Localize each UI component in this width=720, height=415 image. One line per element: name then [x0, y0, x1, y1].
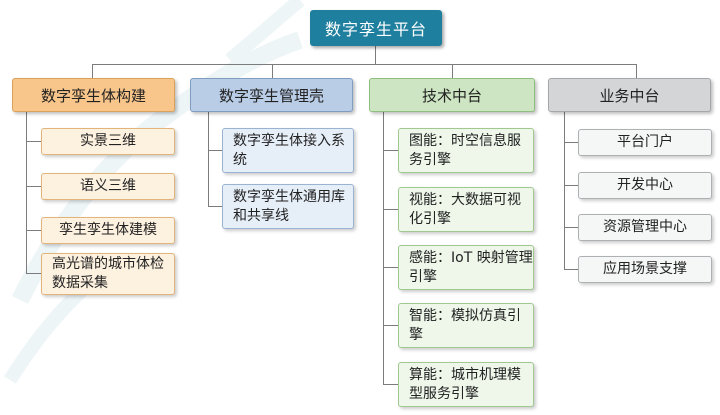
item-platform-portal: 平台门户 — [578, 129, 712, 156]
connector — [564, 142, 578, 143]
connector — [452, 64, 453, 78]
item-city-model-engine: 算能：城市机理模型服务引擎 — [398, 362, 534, 407]
item-twin-common-library: 数字孪生体通用库和共享线 — [222, 184, 354, 229]
connector — [383, 150, 398, 151]
item-resource-center: 资源管理中心 — [578, 214, 712, 241]
connector — [383, 325, 398, 326]
item-twin-access-system: 数字孪生体接入系统 — [222, 128, 354, 173]
category-twin-construction: 数字孪生体构建 — [12, 78, 175, 112]
connector — [636, 64, 637, 78]
connector — [92, 64, 93, 78]
category-tech-middle-platform: 技术中台 — [369, 78, 535, 112]
connector — [272, 64, 273, 78]
connector — [208, 112, 209, 206]
item-hyperspectral-collection: 高光谱的城市体检数据采集 — [41, 253, 175, 295]
connector — [26, 141, 41, 142]
connector — [26, 273, 41, 274]
item-iot-engine: 感能：IoT 映射管理引擎 — [398, 245, 534, 290]
category-twin-management-shell: 数字孪生管理壳 — [190, 78, 353, 112]
item-dev-center: 开发中心 — [578, 172, 712, 199]
connector — [208, 206, 222, 207]
connector — [564, 227, 578, 228]
item-scenario-support: 应用场景支撑 — [578, 256, 712, 283]
item-real-3d: 实景三维 — [41, 128, 175, 155]
root-node: 数字孪生平台 — [310, 10, 442, 46]
connector — [564, 185, 578, 186]
connector — [208, 150, 222, 151]
item-simulation-engine: 智能：模拟仿真引擎 — [398, 303, 534, 348]
connector — [383, 384, 398, 385]
category-business-middle-platform: 业务中台 — [548, 78, 711, 112]
connector — [375, 46, 376, 64]
item-twin-modeling: 孪生孪生体建模 — [41, 217, 175, 244]
connector — [26, 112, 27, 273]
item-graph-engine: 图能：时空信息服务引擎 — [398, 128, 534, 173]
connector — [383, 209, 398, 210]
connector — [26, 230, 41, 231]
item-semantic-3d: 语义三维 — [41, 173, 175, 200]
connector — [564, 112, 565, 269]
connector — [26, 186, 41, 187]
connector — [383, 112, 384, 384]
connector — [383, 267, 398, 268]
connector — [92, 64, 637, 65]
connector — [564, 269, 578, 270]
item-vision-engine: 视能：大数据可视化引擎 — [398, 187, 534, 232]
